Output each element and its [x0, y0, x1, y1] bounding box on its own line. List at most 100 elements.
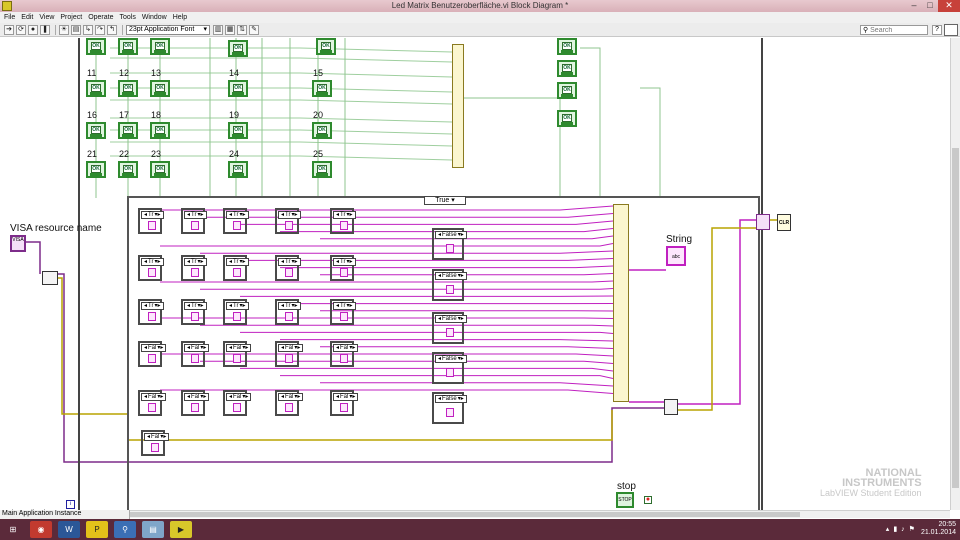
visa-configure-node[interactable] — [42, 271, 58, 285]
case-structure-5[interactable]: Tr — [138, 255, 164, 281]
menu-project[interactable]: Project — [60, 14, 83, 21]
case-structure-4[interactable]: Tr — [330, 208, 356, 234]
string-wire-6[interactable] — [200, 250, 614, 254]
distribute-objects-icon[interactable]: ▦ — [225, 24, 235, 35]
case-selector[interactable]: Tr — [141, 211, 164, 219]
string-constant[interactable] — [446, 328, 454, 337]
minimize-button[interactable]: – — [911, 0, 917, 10]
case-structure-15[interactable]: Fal — [138, 341, 167, 367]
search-box[interactable]: ⚲ — [860, 25, 928, 35]
start-windows-icon[interactable]: ⊞ — [9, 525, 17, 534]
ok-constant-right-3[interactable]: OK — [557, 110, 577, 127]
flag-icon[interactable]: ⚑ — [908, 526, 915, 533]
ok-constant-row0-1[interactable]: OK — [118, 38, 138, 55]
ok-constant-row0-4[interactable]: OK — [316, 38, 336, 55]
ok-constant-row0-2[interactable]: OK — [150, 38, 170, 55]
string-constant[interactable] — [148, 403, 156, 412]
string-constant[interactable] — [191, 221, 199, 230]
string-wire-10[interactable] — [160, 280, 614, 283]
ok-constant-right-0[interactable]: OK — [557, 38, 577, 55]
ok-constant-10[interactable]: OK — [86, 161, 106, 178]
ok-constant-7[interactable]: OK — [150, 122, 170, 139]
case-structure-30[interactable]: False — [432, 392, 467, 424]
ok-constant-8[interactable]: OK — [228, 122, 248, 139]
case-structure-14[interactable]: Tr — [330, 299, 356, 325]
string-wire-17[interactable] — [240, 331, 614, 334]
case-selector[interactable]: Tr — [333, 258, 356, 266]
string-constant[interactable] — [233, 354, 241, 363]
case-selector[interactable]: Tr — [141, 258, 164, 266]
case-selector[interactable]: Fal — [333, 393, 359, 401]
step-into-icon[interactable]: ↳ — [83, 24, 93, 35]
case-selector[interactable]: Tr — [184, 211, 207, 219]
case-selector[interactable]: Fal — [184, 393, 210, 401]
clear-node[interactable]: CLR — [777, 214, 791, 231]
align-objects-icon[interactable]: ▥ — [213, 24, 223, 35]
ok-constant-6[interactable]: OK — [118, 122, 138, 139]
stop-condition-terminal[interactable]: ● — [644, 496, 652, 504]
case-structure-1[interactable]: Tr — [181, 208, 207, 234]
case-selector[interactable]: Tr — [226, 211, 249, 219]
case-structure-10[interactable]: Tr — [138, 299, 164, 325]
concatenate-strings-node[interactable] — [613, 204, 629, 402]
ok-constant-11[interactable]: OK — [118, 161, 138, 178]
string-constant[interactable] — [340, 354, 348, 363]
boolean-wire-0[interactable] — [110, 47, 453, 53]
stop-button-control[interactable]: STOP — [616, 492, 634, 508]
ok-constant-row0-3[interactable]: OK — [228, 40, 248, 57]
case-structure-8[interactable]: Tr — [275, 255, 301, 281]
case-selector[interactable]: Tr — [226, 302, 249, 310]
string-constant[interactable] — [151, 443, 159, 452]
vi-connector-icon[interactable] — [944, 24, 958, 36]
ok-constant-13[interactable]: OK — [228, 161, 248, 178]
visa-wire-loop[interactable] — [58, 273, 127, 463]
boolean-wire-4[interactable] — [110, 99, 453, 105]
case-selector[interactable]: Fal — [141, 393, 167, 401]
ok-constant-0[interactable]: OK — [86, 80, 106, 97]
string-wire-5[interactable] — [160, 243, 614, 247]
reorder-icon[interactable]: ⇅ — [237, 24, 247, 35]
string-indicator[interactable]: abc — [666, 246, 686, 266]
string-wire-0[interactable] — [160, 205, 614, 211]
string-wire-to-write[interactable] — [678, 219, 756, 405]
menu-file[interactable]: File — [4, 14, 16, 21]
ok-constant-4[interactable]: OK — [312, 80, 332, 97]
string-wire-24[interactable] — [320, 382, 614, 387]
vertical-scrollbar[interactable] — [950, 38, 960, 510]
abort-icon[interactable]: ● — [28, 24, 38, 35]
clock[interactable]: 20:55 21.01.2014 — [921, 521, 956, 537]
help-button[interactable]: ? — [932, 25, 942, 35]
string-wire-16[interactable] — [200, 324, 614, 327]
case-structure-25[interactable]: Fal — [141, 430, 170, 456]
string-constant[interactable] — [340, 403, 348, 412]
case-selector[interactable]: False — [435, 231, 467, 239]
ok-constant-9[interactable]: OK — [312, 122, 332, 139]
case-structure-9[interactable]: Tr — [330, 255, 356, 281]
string-constant[interactable] — [148, 312, 156, 321]
string-constant[interactable] — [340, 221, 348, 230]
close-button[interactable]: ✕ — [938, 0, 960, 12]
case-selector[interactable]: Tr — [141, 302, 164, 310]
case-selector[interactable]: False — [435, 395, 467, 403]
string-wire-3[interactable] — [280, 228, 614, 233]
case-structure-11[interactable]: Tr — [181, 299, 207, 325]
visa-wire-in[interactable] — [26, 241, 41, 274]
string-wire-22[interactable] — [240, 367, 614, 372]
case-structure-16[interactable]: Fal — [181, 341, 210, 367]
string-constant[interactable] — [285, 312, 293, 321]
step-out-icon[interactable]: ↰ — [107, 24, 117, 35]
arrow-up-icon[interactable]: ▴ — [885, 526, 890, 533]
menu-operate[interactable]: Operate — [88, 14, 114, 21]
string-constant[interactable] — [233, 403, 241, 412]
string-constant[interactable] — [446, 408, 454, 417]
string-constant[interactable] — [340, 268, 348, 277]
error-wire-inner[interactable] — [127, 410, 613, 441]
boolean-wire-2[interactable] — [110, 72, 453, 78]
network-icon[interactable]: ▮ — [893, 526, 898, 533]
volume-icon[interactable]: ♪ — [901, 525, 905, 533]
ok-constant-14[interactable]: OK — [312, 161, 332, 178]
case-selector[interactable]: Fal — [333, 344, 359, 352]
magnifier-icon[interactable]: ⚲ — [114, 521, 136, 538]
run-continuous-icon[interactable]: ⟳ — [16, 24, 26, 35]
